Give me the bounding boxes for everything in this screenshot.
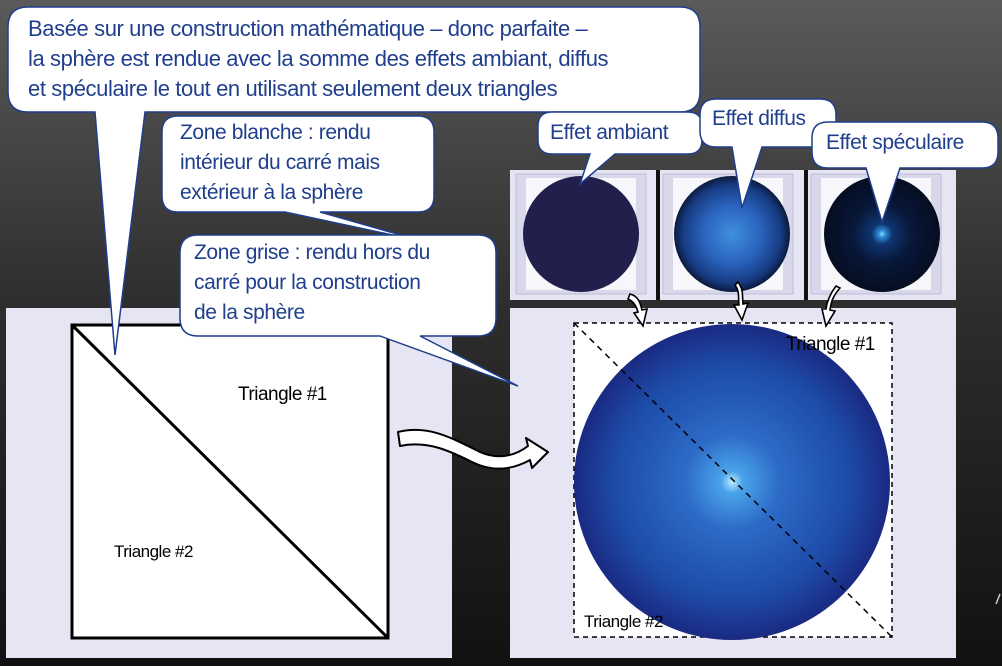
specular-sphere <box>824 176 940 292</box>
left-diagonal <box>70 323 390 640</box>
ambiant-label: Effet ambiant <box>550 121 669 144</box>
right-triangle-1-label: Triangle #1 <box>786 334 875 355</box>
zone-blanche-line-1: Zone blanche : rendu <box>180 121 371 144</box>
zone-grise-line-1: Zone grise : rendu hors du <box>194 241 430 264</box>
main-callout-line-3: et spéculaire le tout en utilisant seule… <box>28 76 558 101</box>
zone-blanche-line-2: intérieur du carré mais <box>180 151 380 174</box>
zone-grise-text: Zone grise : rendu hors du carré pour la… <box>194 238 430 328</box>
zone-grise-line-3: de la sphère <box>194 301 305 324</box>
diffuse-sphere <box>674 176 790 292</box>
ambient-sphere <box>523 176 639 292</box>
ambient-arrow <box>626 293 649 328</box>
zone-blanche-text: Zone blanche : rendu intérieur du carré … <box>180 118 380 208</box>
left-triangle-2-label: Triangle #2 <box>114 542 193 561</box>
specular-arrow <box>820 284 842 329</box>
left-triangle-1-label: Triangle #1 <box>238 384 327 405</box>
diffuse-arrow <box>732 280 750 322</box>
diffus-bubble <box>699 98 837 209</box>
edge-mark <box>995 593 1001 605</box>
main-callout-text: Basée sur une construction mathématique … <box>28 14 609 104</box>
main-callout-bubble <box>7 6 701 356</box>
right-diagonal <box>573 322 893 638</box>
zone-grise-bubble <box>179 234 519 387</box>
right-triangle-2-label: Triangle #2 <box>584 612 663 631</box>
zone-grise-line-2: carré pour la construction <box>194 271 421 294</box>
diffus-label: Effet diffus <box>712 107 806 130</box>
composite-sphere <box>574 324 890 640</box>
zone-blanche-line-3: extérieur à la sphère <box>180 181 364 204</box>
main-callout-line-1: Basée sur une construction mathématique … <box>28 16 588 41</box>
zone-blanche-bubble <box>161 115 435 243</box>
transform-arrow <box>397 428 549 470</box>
speculaire-bubble <box>811 121 999 225</box>
speculaire-label: Effet spéculaire <box>826 131 964 154</box>
main-callout-line-2: la sphère est rendue avec la somme des e… <box>28 46 609 71</box>
